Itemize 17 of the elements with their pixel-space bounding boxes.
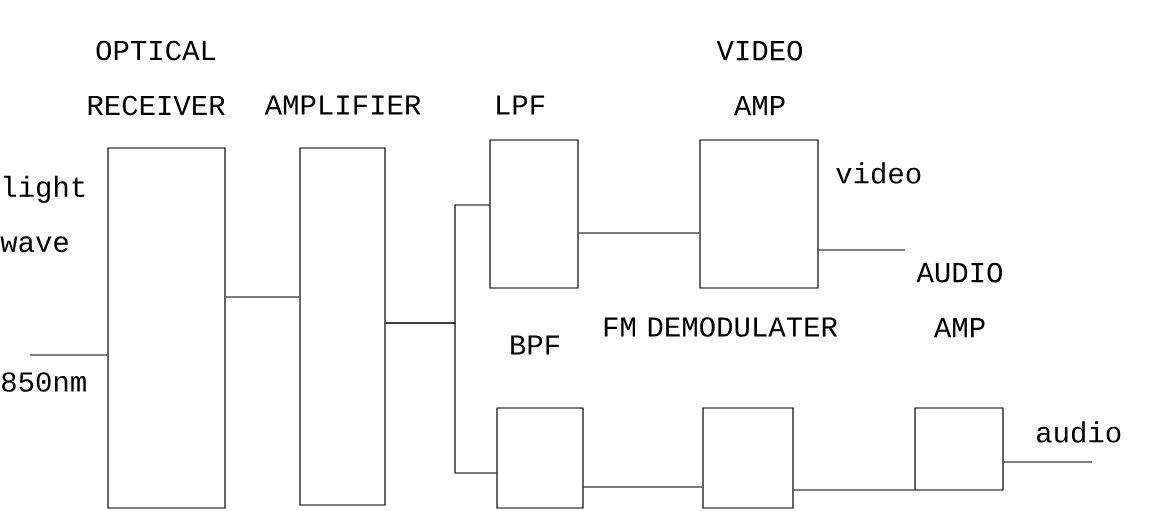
connector-line — [793, 489, 915, 491]
connector-line — [578, 232, 700, 234]
block-heading: VIDEO AMP — [716, 40, 803, 116]
block-heading: BPF — [511, 335, 560, 355]
connector-line — [1003, 461, 1093, 463]
connector-line — [583, 486, 703, 488]
connector-line — [385, 322, 497, 474]
connector-line — [29, 354, 108, 356]
block-heading: LPF — [497, 95, 545, 115]
block-heading: AMPLIFIER — [264, 95, 421, 115]
block-heading: AUDIO AMP — [916, 262, 1003, 338]
connector-line — [818, 249, 906, 251]
signal-label: 850nm — [2, 372, 86, 392]
block-heading: OPTICAL RECEIVER — [88, 40, 225, 116]
signal-label: audio — [1037, 421, 1121, 443]
connector-line — [225, 296, 300, 298]
block-heading: FM DEMODULATER — [604, 317, 838, 337]
